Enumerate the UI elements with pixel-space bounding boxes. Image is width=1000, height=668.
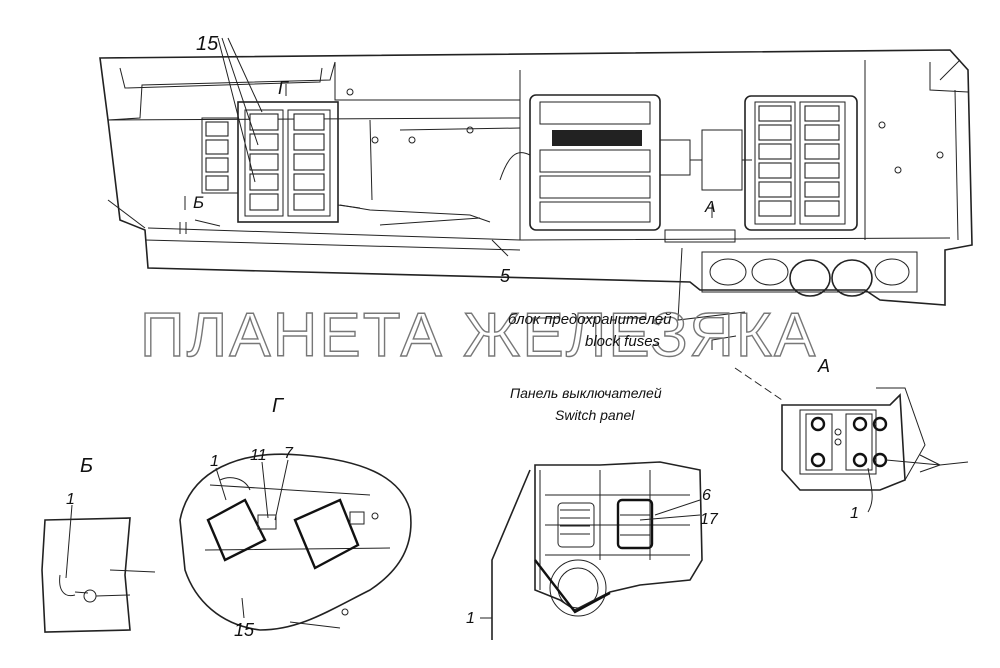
a-callout-1: 1 bbox=[850, 505, 859, 522]
switch-panel-ru: Панель выключателей bbox=[510, 385, 662, 401]
sp-callout-1: 1 bbox=[466, 610, 475, 627]
view-a-title: А bbox=[817, 356, 830, 376]
view-g-detail bbox=[179, 453, 412, 631]
right-fuse-box bbox=[744, 95, 858, 231]
view-g-title: Г bbox=[272, 395, 285, 417]
g-callout-7: 7 bbox=[284, 445, 294, 462]
switch-panel-detail bbox=[480, 461, 703, 640]
view-b-top-marker: Б bbox=[193, 193, 204, 212]
view-g-top-marker: Г bbox=[278, 78, 289, 98]
view-b-title: Б bbox=[80, 455, 93, 477]
callout-15-top: 15 bbox=[196, 33, 219, 55]
g-callout-15: 15 bbox=[234, 620, 255, 640]
fuse-block-ru: блок предохранителей bbox=[508, 311, 672, 328]
g-callout-11: 11 bbox=[250, 447, 267, 464]
sp-callout-17: 17 bbox=[700, 511, 719, 528]
view-a-detail bbox=[781, 387, 969, 513]
switch-row bbox=[701, 251, 918, 297]
g-callout-1: 1 bbox=[210, 453, 219, 470]
center-fuse-box bbox=[499, 94, 752, 243]
sp-callout-6: 6 bbox=[702, 487, 711, 504]
view-a-top-marker: А bbox=[704, 199, 716, 216]
watermark: ПЛАНЕТА ЖЕЛЕЗЯКА bbox=[140, 301, 817, 370]
view-b-detail bbox=[41, 504, 156, 633]
switch-panel-en: Switch panel bbox=[555, 407, 635, 423]
callout-5: 5 bbox=[500, 266, 511, 286]
labels: 15 Г Б А 5 блок предохранителей block fu… bbox=[66, 33, 859, 640]
b-callout-1: 1 bbox=[66, 491, 75, 508]
left-fuse-block bbox=[179, 101, 361, 234]
leader-lines bbox=[184, 37, 783, 401]
fuse-block-en: block fuses bbox=[585, 333, 661, 350]
